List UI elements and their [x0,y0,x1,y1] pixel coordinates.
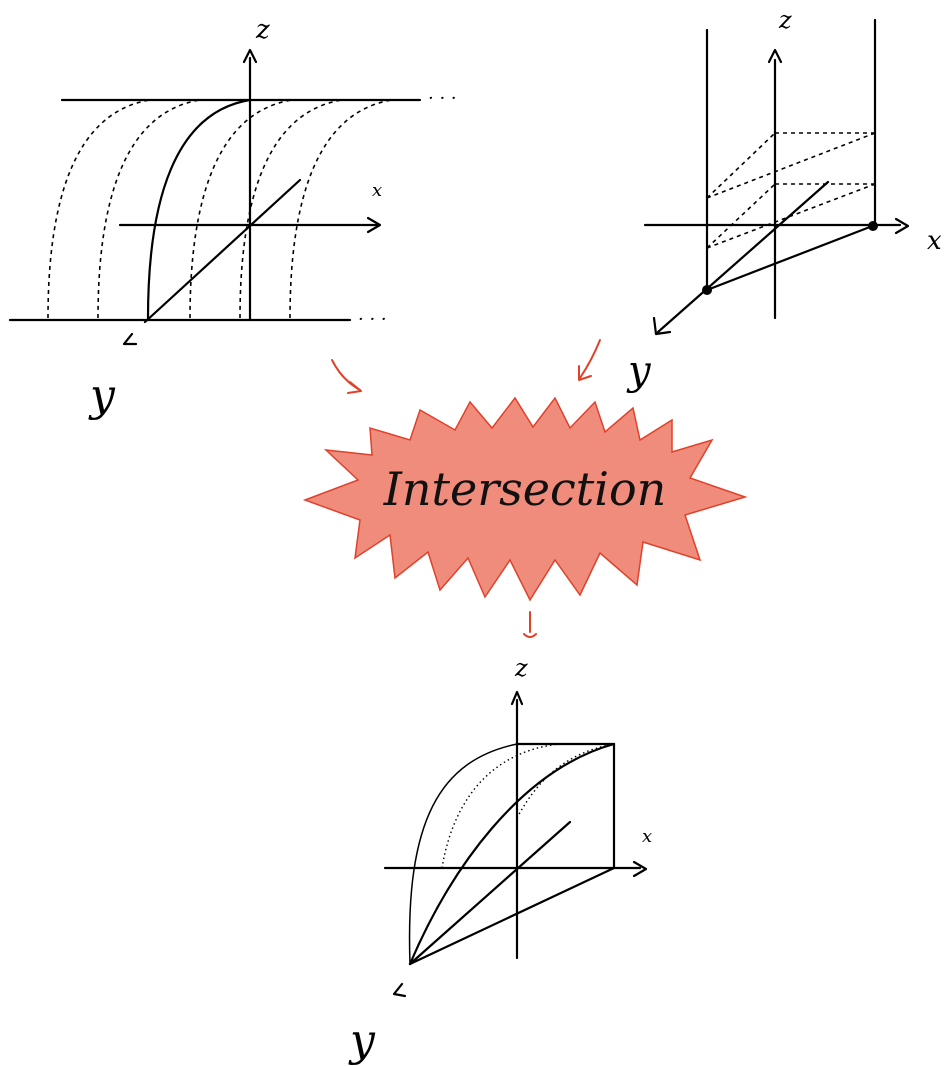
right-diagram: z x y [626,6,942,394]
right-dash-slant-4 [706,183,876,249]
intersection-burst: Intersection [302,396,748,602]
result-y-arrowhead [392,982,407,998]
burst-shape [302,396,748,602]
left-diagram: · · · · · · z x y [8,15,457,421]
result-main-curve [408,742,616,966]
left-solid-curve [146,98,252,320]
left-y-label: y [88,370,116,421]
right-y-axis [656,180,830,334]
right-y-arrowhead [652,316,672,336]
right-z-label: z [778,6,792,34]
result-y-axis [408,820,572,966]
left-dashed-curve-4 [239,99,343,319]
right-dash-slant-1 [706,132,776,199]
red-arrows [331,339,601,638]
right-x-label: x [927,226,942,256]
result-dotted-curve-1 [441,743,561,869]
left-y-arrowhead [122,332,138,346]
result-z-label: z [514,654,528,682]
result-base-line [408,866,616,966]
left-dashed-curve-5 [289,99,393,319]
result-left-curve [408,743,518,965]
left-z-arrowhead [242,48,258,64]
result-z-arrowhead [510,690,524,706]
left-top-ellipsis: · · · [428,88,457,109]
right-y-label: y [626,348,652,394]
left-dashed-curve-1 [47,99,151,319]
left-dashed-curve-2 [97,99,201,319]
left-x-label: x [372,180,382,201]
arrow-left-head [347,381,362,394]
right-point-y [702,285,712,295]
intersection-label: Intersection [383,462,667,516]
right-x-arrowhead [894,217,910,235]
right-base-line [705,223,877,292]
result-y-label: y [348,1015,376,1066]
result-x-arrowhead [632,860,648,878]
arrow-right-head [578,365,592,381]
left-z-label: z [255,15,270,45]
right-dash-slant-2 [706,132,876,199]
left-x-arrowhead [366,216,382,234]
right-point-x [868,221,878,231]
result-dotted-curve-2 [516,743,615,819]
left-dashed-curve-3 [189,99,293,319]
left-y-axis [143,178,302,324]
arrow-bottom-head [523,633,537,638]
result-x-label: x [642,826,652,847]
right-z-arrowhead [767,48,783,64]
arrow-right-to-center [579,339,601,379]
left-bottom-ellipsis: · · · [358,309,387,330]
result-diagram: z x y [348,654,652,1066]
